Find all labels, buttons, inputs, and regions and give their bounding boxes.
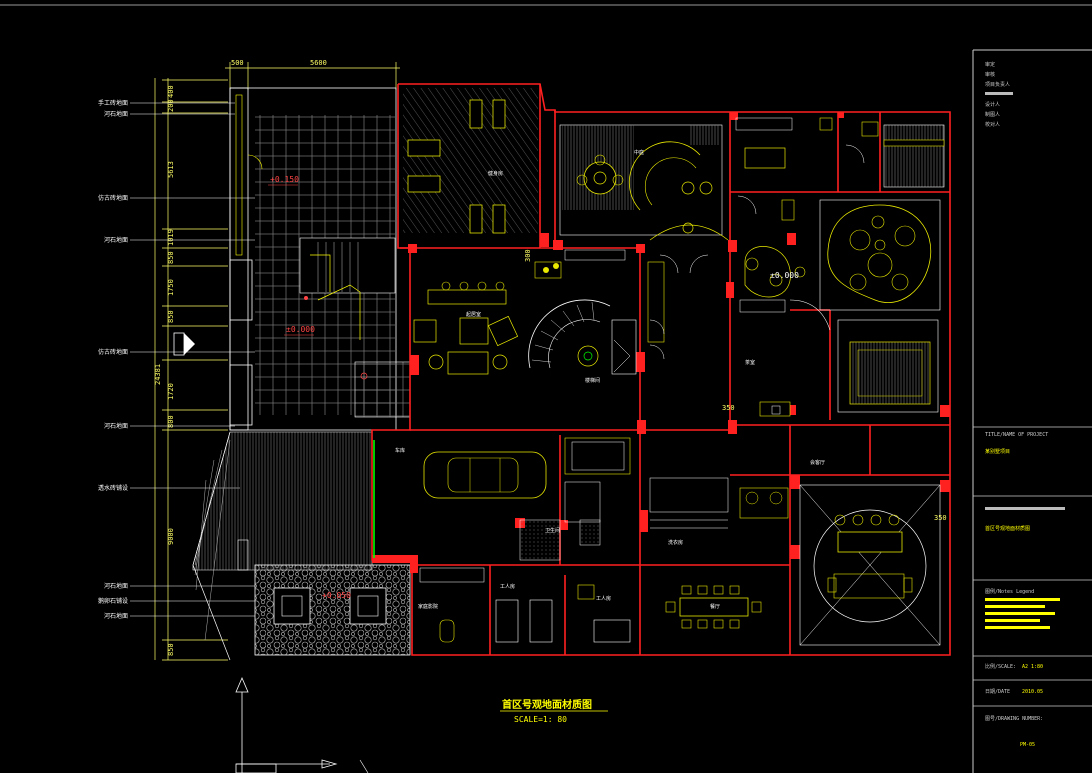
tb-scale-value: A2 1:80 [1022, 664, 1043, 670]
living-room [413, 249, 637, 375]
garage-room [373, 440, 547, 558]
drawing-scale: SCALE=1: 80 [514, 715, 567, 724]
tb-item-1: 审核 [985, 71, 995, 78]
tb-legend-label: 图例/Notes Legend [985, 588, 1034, 595]
annotation-8: 鹅卵石铺设 [98, 597, 128, 605]
drawing-title: 首区号观地面材质图 [502, 698, 592, 711]
pebble-courtyard [254, 564, 411, 656]
annotation-4: 仿古砖地面 [98, 348, 128, 356]
annotation-5: 河石地面 [104, 422, 128, 430]
room-label-stair: 楼梯间 [585, 377, 600, 384]
tb-date-value: 2010.05 [1022, 689, 1043, 695]
bathroom-top [845, 121, 945, 188]
annotation-0: 手工砖地面 [98, 99, 128, 107]
top-dim-500: 500 [231, 59, 244, 67]
level-markers: +0.150 ±0.000 ±0.000 +0.050 [268, 175, 799, 600]
annotation-6: 透水砖铺设 [98, 484, 128, 492]
sheet-title-block: 审定 审核 项目负责人 设计人 制图人 校对人 TITLE/NAME OF PR… [973, 61, 1092, 748]
room-label-theater: 家庭影院 [418, 603, 438, 610]
tb-item-4: 制图人 [985, 111, 1000, 118]
study-room [735, 117, 833, 221]
room-label-dining: 餐厅 [710, 603, 720, 610]
room-label-bath: 卫生间 [545, 527, 560, 534]
corridor [647, 254, 709, 360]
tb-date-label: 日期/DATE [985, 689, 1010, 695]
reception-hall [799, 484, 941, 646]
tb-drawing-name: 首区号观地面材质图 [985, 525, 1030, 532]
top-dimension-line: 500 5600 [225, 59, 400, 90]
north-arrow-icon [235, 676, 369, 773]
annotation-1: 河石地面 [104, 110, 128, 118]
room-label-worker-2: 工人房 [596, 595, 611, 602]
annotation-9: 河石地面 [104, 612, 128, 620]
annotation-7: 河石地面 [104, 582, 128, 590]
lounge-room [744, 199, 941, 331]
tb-scale-label: 比例/SCALE: [985, 663, 1016, 670]
left-dim-0: 400 [167, 85, 175, 98]
room-label-laundry: 洗衣房 [668, 539, 683, 546]
tb-item-3: 设计人 [985, 101, 1000, 108]
left-dim-3: 1019 [167, 229, 175, 246]
room-label-worker-1: 工人房 [500, 583, 515, 590]
room-label-atrium: 中庭 [634, 149, 644, 156]
gym-room [403, 88, 538, 234]
left-dim-8: 800 [167, 415, 175, 428]
mark-300: 300 [524, 249, 532, 262]
theater-room [739, 299, 939, 417]
left-dim-4: 850 [167, 251, 175, 264]
level-3: +0.050 [322, 591, 351, 600]
atrium-room [559, 124, 729, 241]
left-dim-9: 9000 [167, 528, 175, 545]
terrace-area [229, 87, 411, 431]
mark-350-a: 350 [722, 404, 735, 412]
tb-item-5: 校对人 [985, 121, 1000, 128]
dining-room [665, 585, 762, 629]
worker-rooms [419, 567, 631, 643]
tb-item-0: 审定 [985, 61, 995, 68]
left-annotation-leaders [130, 102, 255, 617]
level-1: ±0.000 [286, 325, 315, 334]
laundry-room [519, 437, 789, 561]
tb-project-title: TITLE/NAME OF PROJECT [985, 432, 1048, 438]
mark-350-b: 350 [934, 514, 947, 522]
left-dim-10: 850 [167, 643, 175, 656]
left-dim-7: 1720 [167, 383, 175, 400]
drawing-title-block: 首区号观地面材质图 SCALE=1: 80 [500, 698, 608, 724]
left-dim-6: 850 [167, 310, 175, 323]
room-label-reception: 会客厅 [810, 459, 825, 466]
left-dimension-chain: 400 200 5613 1019 850 1750 850 1720 800 … [154, 78, 228, 661]
annotation-2: 仿古砖地面 [98, 194, 128, 202]
left-dim-2: 5613 [167, 161, 175, 178]
tb-number-label: 图号/DRAWING NUMBER: [985, 716, 1043, 722]
left-dim-5: 1750 [167, 279, 175, 296]
building-walls [371, 83, 951, 656]
room-label-living: 起居室 [466, 311, 481, 318]
left-dim-1: 200 [167, 99, 175, 112]
tb-item-2: 项目负责人 [985, 81, 1010, 88]
tb-project-name: 某别墅项目 [985, 448, 1010, 455]
left-dim-total: 24381 [154, 364, 162, 385]
annotation-3: 河石地面 [104, 236, 128, 244]
tb-number-value: PM-05 [1020, 742, 1035, 748]
top-dim-5600: 5600 [310, 59, 327, 67]
room-label-gym: 健身房 [488, 170, 503, 177]
entrance-arrow-icon [173, 332, 195, 356]
room-label-tea: 茶室 [745, 359, 755, 366]
room-label-garage: 车库 [395, 447, 405, 454]
level-2: ±0.000 [770, 271, 799, 280]
level-0: +0.150 [270, 175, 299, 184]
